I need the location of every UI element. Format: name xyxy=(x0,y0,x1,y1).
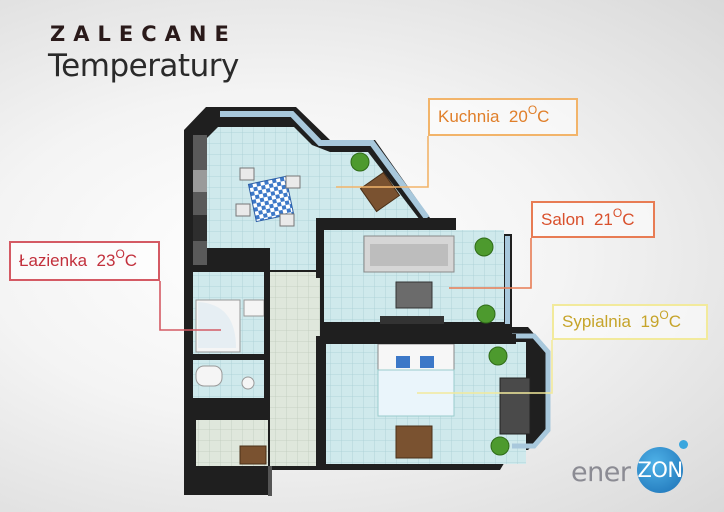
chair xyxy=(285,175,301,189)
wall xyxy=(188,354,268,360)
washbasin xyxy=(241,376,255,390)
kitchen-counter xyxy=(193,135,207,265)
room-temp: 20 xyxy=(508,107,528,126)
page-title: ZALECANE xyxy=(50,22,237,46)
temp-unit: C xyxy=(622,209,635,229)
sypialnia-leader xyxy=(417,340,553,394)
plant xyxy=(350,152,370,172)
brand-logo-suffix: ZON xyxy=(637,458,683,482)
brand-logo-text: ener xyxy=(571,457,631,488)
kitchen-stove xyxy=(193,215,207,241)
room-name: Sypialnia xyxy=(562,312,631,331)
degree-sup: O xyxy=(527,103,538,117)
entrance-cabinet xyxy=(239,445,267,465)
kuchnia-leader xyxy=(336,136,429,188)
coffee-table xyxy=(395,281,433,309)
temp-unit: C xyxy=(124,251,138,270)
plant xyxy=(474,237,494,257)
wall xyxy=(316,218,324,278)
chair xyxy=(235,203,251,217)
washbasin xyxy=(243,299,265,317)
bathtub-inner xyxy=(198,302,236,348)
degree-sup: O xyxy=(115,247,125,261)
sofa-seat xyxy=(370,244,448,266)
temp-unit: C xyxy=(537,107,550,126)
tv-stand xyxy=(380,316,444,324)
toilet xyxy=(195,365,223,387)
temp-unit: C xyxy=(668,312,681,331)
room-name: Salon xyxy=(541,209,585,229)
kitchen-sink xyxy=(193,170,207,192)
wall xyxy=(316,218,456,230)
degree-sup: O xyxy=(612,205,623,220)
plant xyxy=(488,346,508,366)
room-temp: 19 xyxy=(640,312,660,331)
chair xyxy=(239,167,255,181)
salon-window xyxy=(505,236,510,324)
lazienka-leader xyxy=(159,281,221,331)
wall xyxy=(320,334,516,344)
room-temp: 21 xyxy=(593,209,613,229)
wall xyxy=(188,266,268,272)
plant xyxy=(476,304,496,324)
brand-logo-circle: ZON xyxy=(637,447,683,493)
rug xyxy=(395,425,433,459)
plant xyxy=(490,436,510,456)
room-name: Kuchnia xyxy=(438,107,500,126)
pillow xyxy=(420,356,434,368)
kitchen-window xyxy=(220,111,430,220)
pillow xyxy=(396,356,410,368)
wall xyxy=(264,270,270,420)
dining-table xyxy=(247,175,295,223)
bedroom-window xyxy=(512,333,551,449)
salon-leader xyxy=(449,238,532,289)
room-name: Łazienka xyxy=(19,251,88,270)
wall xyxy=(188,398,268,416)
entrance-door xyxy=(268,466,272,496)
hallway-floor xyxy=(270,272,320,466)
brand-logo-dot xyxy=(679,440,688,449)
degree-sup: O xyxy=(659,308,669,322)
room-temp: 23 xyxy=(96,251,116,270)
armchair xyxy=(359,171,401,213)
page-subtitle: Temperatury xyxy=(48,48,239,84)
wall xyxy=(316,336,324,470)
chair xyxy=(279,213,295,227)
desk xyxy=(499,377,531,435)
